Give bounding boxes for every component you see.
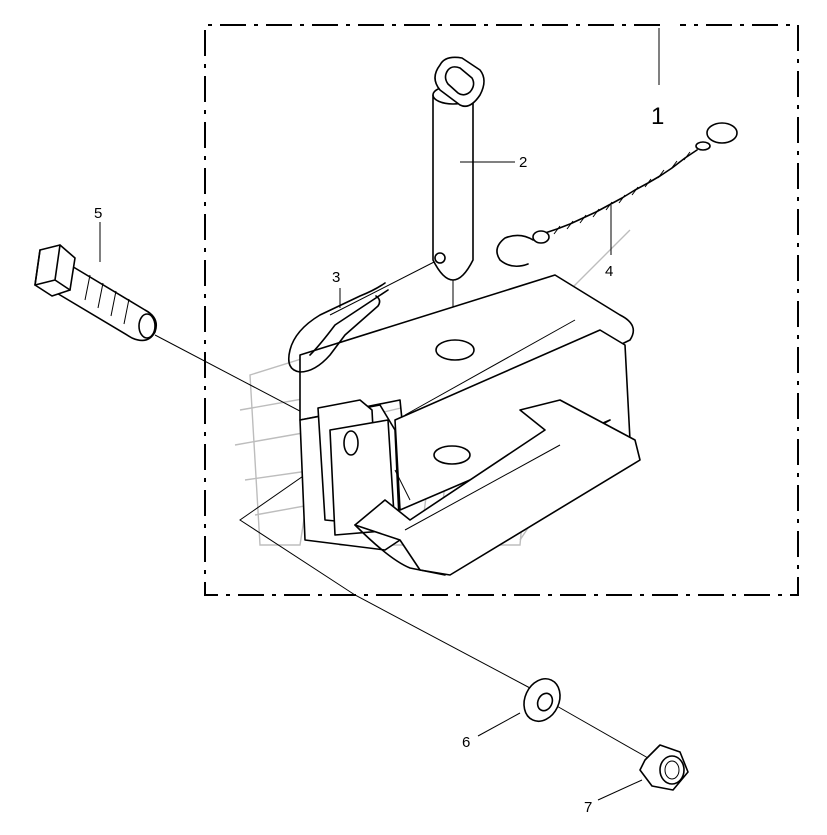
bolt-return-line [239,439,531,689]
hex-nut: 7 [584,744,689,816]
callout-nut: 7 [584,799,592,816]
washer-leader-line [477,712,521,737]
clip-leader-line [329,259,439,316]
callout-washer: 6 [462,734,470,751]
flat-washer: 6 [462,678,561,751]
nut-leader-line [597,779,643,801]
hex-bolt: 5 [34,205,158,342]
hitch-bracket [299,274,641,576]
callout-lanyard: 4 [605,263,613,280]
callout-bolt: 5 [94,205,102,222]
callout-kit: 1 [651,103,664,130]
hitch-pin: 2 [432,56,527,281]
lanyard-chain: 4 [496,122,738,280]
callout-pin: 2 [519,154,527,171]
kit-boundary-frame: 1 [204,24,799,596]
washer-to-nut-line [554,704,649,759]
callout-clip: 3 [332,269,340,286]
r-clip: 3 [287,269,389,373]
